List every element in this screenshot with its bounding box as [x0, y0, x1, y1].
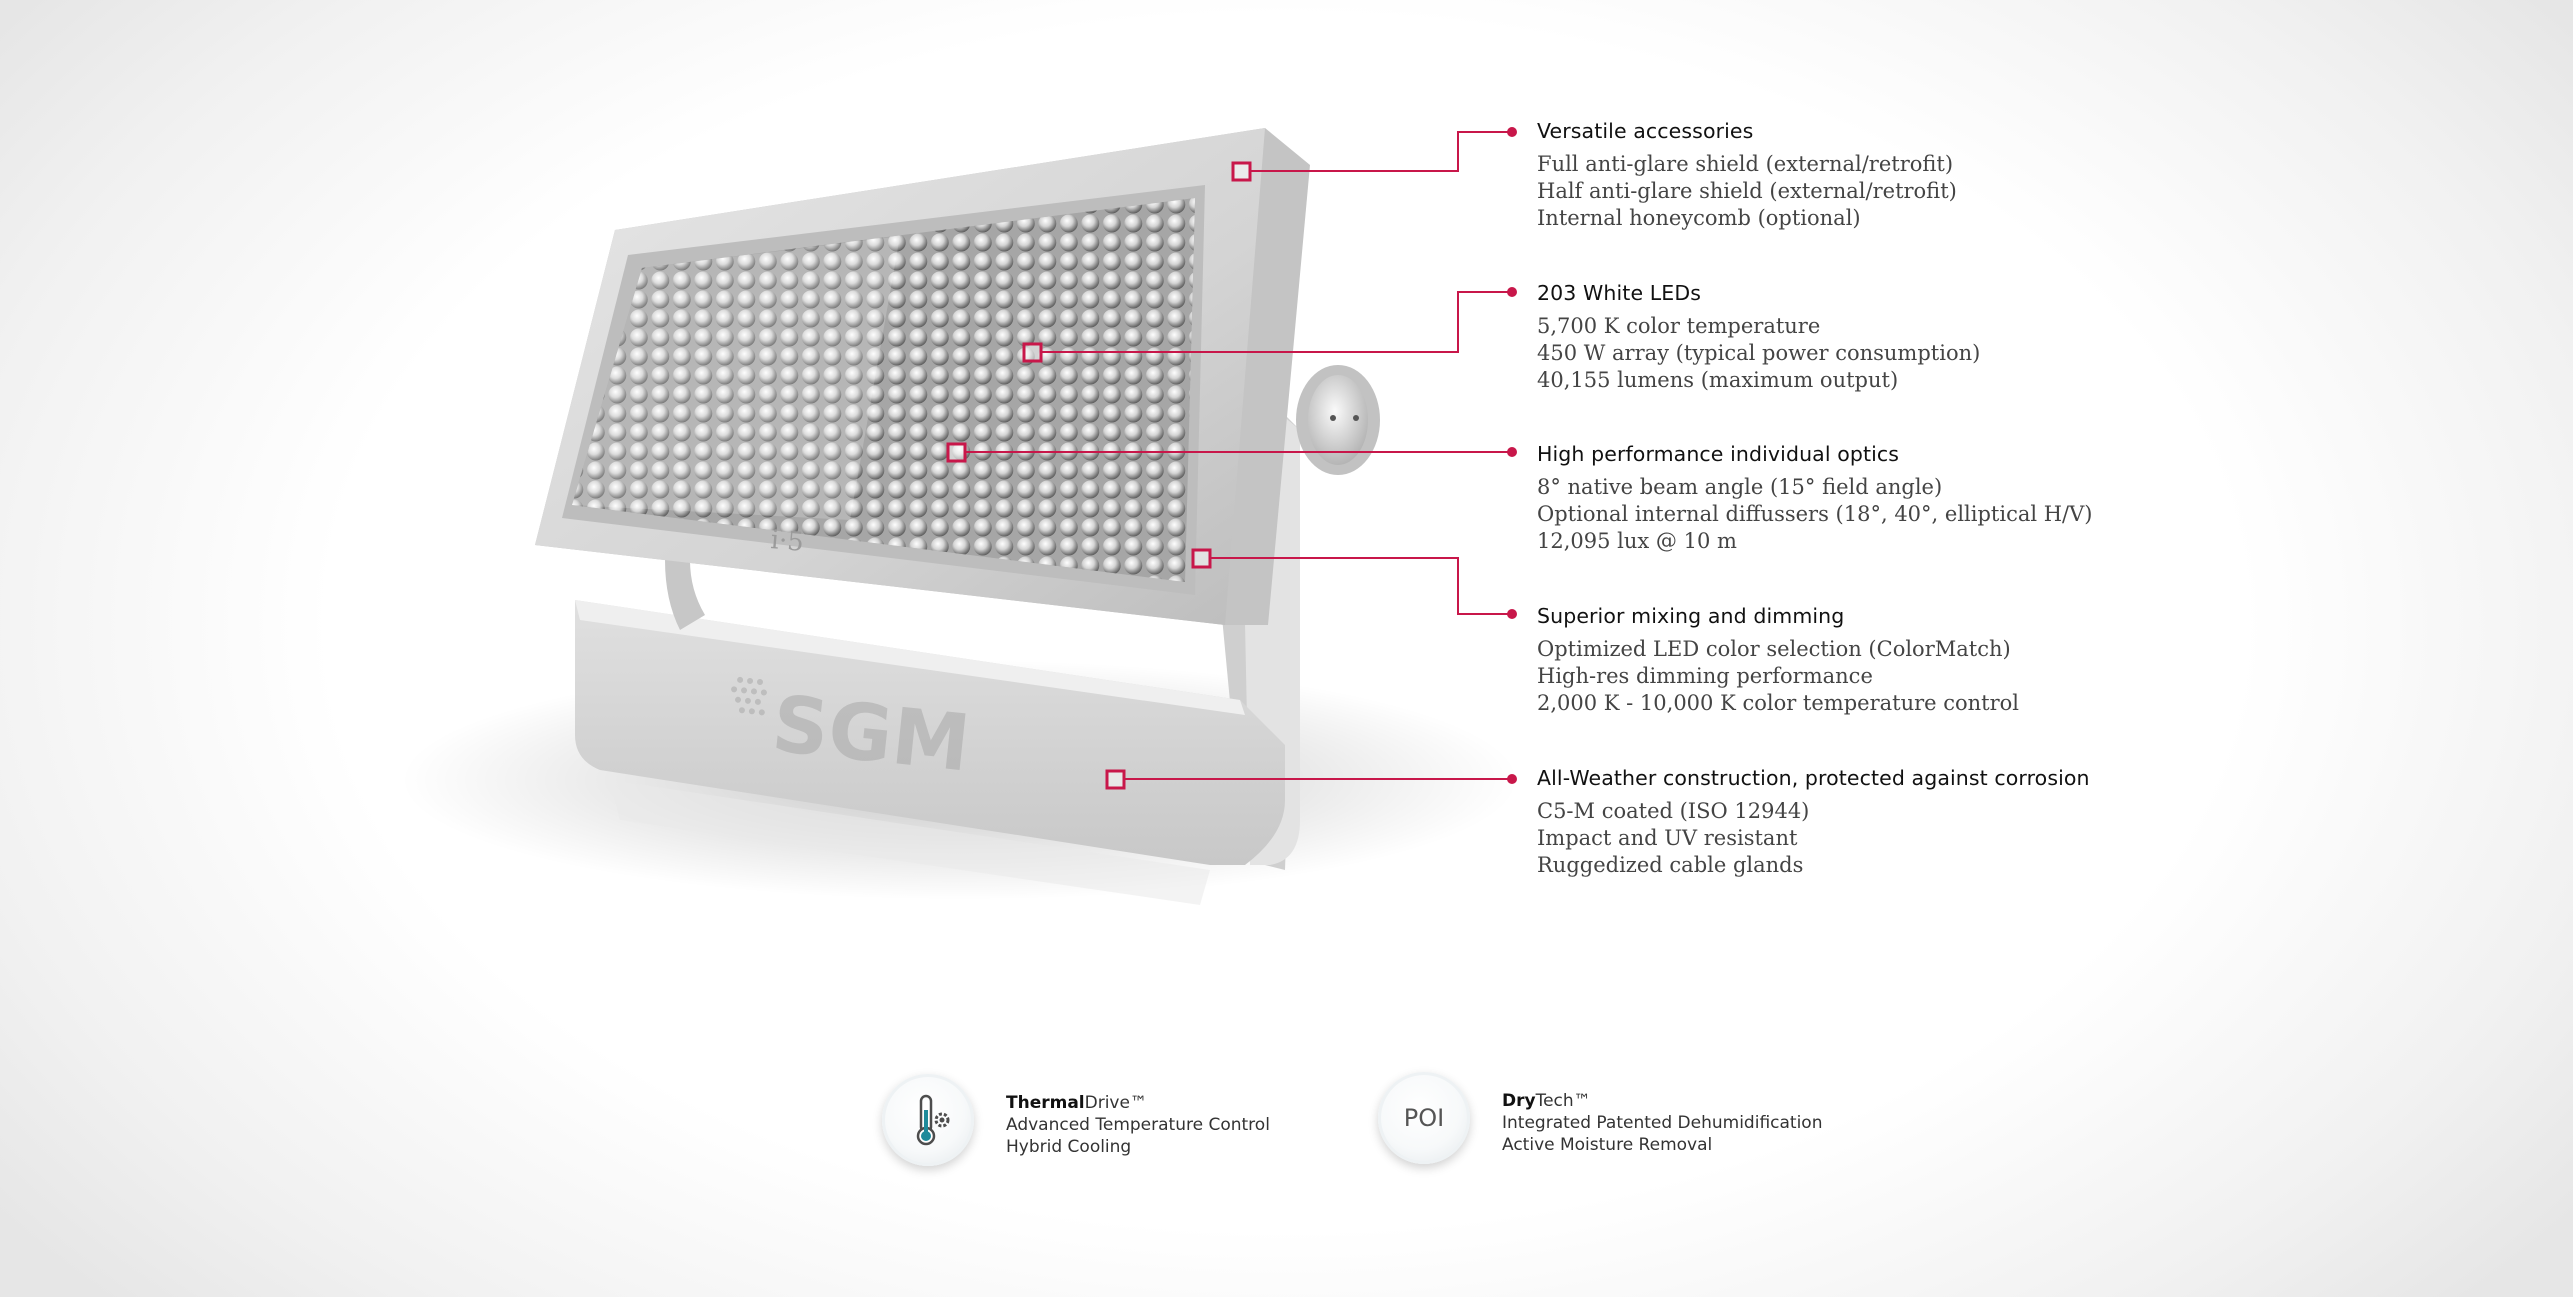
- feature-line: Impact and UV resistant: [1537, 826, 1798, 850]
- sgm-logo: SGM: [731, 676, 974, 790]
- badge-line: Integrated Patented Dehumidification: [1502, 1113, 1823, 1133]
- feature-line: 8° native beam angle (15° field angle): [1537, 475, 1943, 499]
- feature-line: 5,700 K color temperature: [1537, 314, 1821, 338]
- feature-line: 12,095 lux @ 10 m: [1537, 529, 1737, 553]
- feature-line: 40,155 lumens (maximum output): [1537, 368, 1899, 392]
- feature-title: Superior mixing and dimming: [1537, 604, 1845, 628]
- badge-title: DryTech™: [1502, 1091, 1591, 1111]
- feature-line: C5-M coated (ISO 12944): [1537, 799, 1810, 823]
- feature-line: Optional internal diffussers (18°, 40°, …: [1537, 502, 2093, 526]
- badge-title: ThermalDrive™: [1006, 1093, 1147, 1113]
- feature-mixing-dimming: Superior mixing and dimming Optimized LE…: [1537, 603, 2537, 717]
- poi-icon-label: POI: [1403, 1104, 1445, 1132]
- feature-line: 2,000 K - 10,000 K color temperature con…: [1537, 691, 2020, 715]
- feature-title: Versatile accessories: [1537, 119, 1754, 143]
- feature-line: 450 W array (typical power consumption): [1537, 341, 1981, 365]
- badge-line: Active Moisture Removal: [1502, 1135, 1713, 1155]
- feature-line: Full anti-glare shield (external/retrofi…: [1537, 152, 1954, 176]
- feature-versatile-accessories: Versatile accessories Full anti-glare sh…: [1537, 118, 2537, 232]
- feature-line: Internal honeycomb (optional): [1537, 206, 1861, 230]
- svg-text:SGM: SGM: [768, 679, 974, 789]
- feature-white-leds: 203 White LEDs 5,700 K color temperature…: [1537, 280, 2537, 394]
- feature-line: High-res dimming performance: [1537, 664, 1873, 688]
- feature-individual-optics: High performance individual optics 8° na…: [1537, 441, 2537, 555]
- feature-title: 203 White LEDs: [1537, 281, 1702, 305]
- poi-icon: POI: [1378, 1072, 1470, 1164]
- badge-line: Advanced Temperature Control: [1006, 1115, 1270, 1135]
- feature-line: Ruggedized cable glands: [1537, 853, 1804, 877]
- badge-line: Hybrid Cooling: [1006, 1137, 1132, 1157]
- feature-all-weather: All-Weather construction, protected agai…: [1537, 765, 2537, 879]
- feature-line: Optimized LED color selection (ColorMatc…: [1537, 637, 2011, 661]
- thermometer-gear-icon: [882, 1074, 974, 1166]
- feature-title: All-Weather construction, protected agai…: [1537, 766, 2090, 790]
- model-label: i·5: [769, 525, 805, 558]
- feature-title: High performance individual optics: [1537, 442, 1900, 466]
- feature-line: Half anti-glare shield (external/retrofi…: [1537, 179, 1957, 203]
